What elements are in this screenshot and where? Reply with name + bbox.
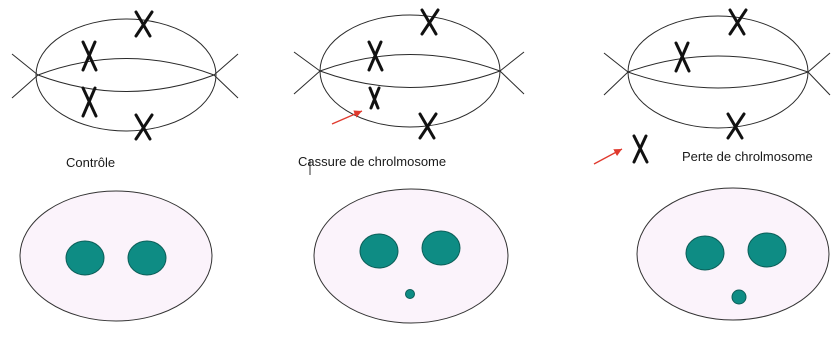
cell-breakage — [314, 189, 508, 323]
spindle-fiber-lower — [38, 75, 214, 92]
label-chromosome-breakage: Cassure de chrolmosome — [298, 154, 446, 169]
label-control: Contrôle — [66, 155, 115, 170]
cell-membrane — [314, 189, 508, 323]
spindle-fiber-lower — [320, 71, 500, 88]
spindle-fiber-upper — [628, 56, 808, 72]
daughter-nucleus — [360, 234, 398, 268]
aster-ray — [12, 54, 38, 75]
spindle-breakage — [294, 15, 524, 127]
daughter-nucleus — [66, 241, 104, 275]
cell-control — [20, 191, 212, 321]
chromosome — [83, 42, 96, 70]
arrow-broken-chromosome — [332, 111, 362, 124]
aster-ray — [604, 53, 628, 72]
spindle-loss — [604, 16, 830, 128]
chromosome — [83, 88, 96, 116]
chromosome — [136, 115, 152, 139]
aster-ray — [12, 75, 38, 98]
chromosomes-breakage — [369, 10, 438, 138]
chromosome — [136, 12, 152, 36]
broken-chromosome — [370, 88, 379, 108]
spindle-outline — [628, 16, 808, 128]
aster-ray — [214, 75, 238, 98]
label-chromosome-loss: Perte de chrolmosome — [682, 149, 813, 164]
spindle-outline — [36, 19, 216, 131]
aster-ray — [294, 52, 320, 71]
daughter-nucleus — [128, 241, 166, 275]
spindle-fiber-lower — [628, 72, 808, 88]
chromosome — [420, 114, 436, 138]
aster-ray — [604, 72, 628, 95]
aster-ray — [214, 54, 238, 75]
spindle-outline — [320, 15, 500, 127]
micronucleus — [406, 290, 415, 299]
spindle-control — [12, 19, 238, 131]
cell-loss — [637, 188, 829, 320]
cell-membrane — [20, 191, 212, 321]
arrow-lost-chromosome — [594, 149, 622, 164]
daughter-nucleus — [422, 231, 460, 265]
chromosomes-control — [83, 12, 152, 139]
aster-ray — [500, 52, 524, 71]
aster-ray — [808, 53, 830, 72]
aster-ray — [294, 71, 320, 94]
micronucleus — [732, 290, 746, 304]
chromosome — [730, 10, 746, 34]
spindle-fiber-upper — [320, 55, 500, 72]
lost-chromosome — [634, 136, 647, 162]
aster-ray — [500, 71, 524, 94]
chromosome — [676, 43, 689, 71]
daughter-nucleus — [686, 236, 724, 270]
daughter-nucleus — [748, 233, 786, 267]
spindle-fiber-upper — [38, 59, 214, 76]
chromosome — [422, 10, 438, 34]
aster-ray — [808, 72, 830, 95]
